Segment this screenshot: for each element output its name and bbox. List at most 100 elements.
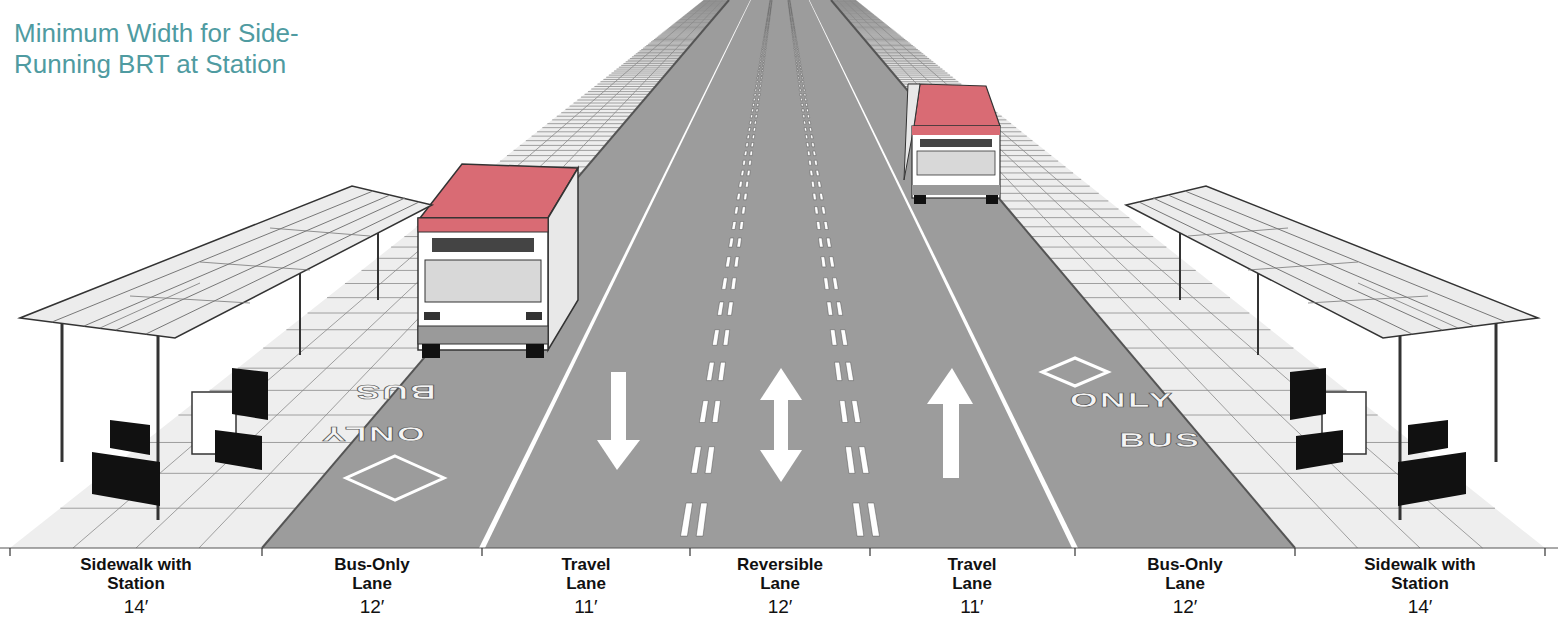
dash-mark [765,27,766,29]
dash-mark [761,55,763,56]
bus [425,260,541,302]
dash-mark [737,238,742,247]
dash-mark [790,5,792,6]
dash-mark [798,77,800,79]
dash-mark [841,330,848,346]
dash-mark [706,362,714,380]
dash-mark [791,21,792,23]
dash-mark [770,4,772,5]
dash-mark [770,6,772,7]
dash-mark [748,160,751,165]
dash-mark [802,109,804,112]
dash-mark [791,14,793,16]
dash-mark [761,53,763,54]
dash-mark [801,77,803,79]
dash-mark [757,73,759,75]
lane-line [809,0,1078,548]
dash-mark [770,9,772,11]
dash-mark [796,43,797,44]
dash-mark [769,4,771,5]
dash-mark [799,85,801,87]
dash-mark [824,222,829,230]
dash-mark [768,8,770,9]
dash-mark [771,1,773,2]
dash-mark [845,447,855,474]
dash-mark [827,302,833,315]
dash-mark [810,135,813,139]
dash-mark [790,19,791,21]
dash-mark [769,15,771,17]
dash-mark [762,67,764,69]
dash-mark [788,7,790,8]
lane-arrows [597,440,640,470]
dash-mark [681,503,693,536]
bus [526,312,542,320]
dash-mark [769,17,771,19]
dash-mark [767,20,768,22]
dash-mark [762,46,763,47]
dash-mark [769,5,771,6]
dash-mark [764,37,765,38]
dash-mark [789,2,791,3]
dash-mark [752,103,754,106]
dash-mark [765,48,766,49]
dash-mark [744,151,747,156]
dash-mark [691,447,701,474]
dash-mark [791,12,793,14]
dash-mark [790,9,792,11]
dash-mark [769,0,771,1]
dash-mark [807,151,810,156]
dash-mark [759,64,761,66]
dash-mark [741,170,745,175]
dash-mark [802,81,804,83]
dash-mark [805,98,807,101]
bus [526,344,544,358]
lane-arrows [760,450,802,482]
dash-mark [868,503,880,536]
dash-mark [787,1,789,2]
dash-mark [796,61,798,63]
bus [920,139,992,147]
dash-mark [747,135,750,139]
dash-mark [789,11,791,13]
dash-mark [788,1,790,2]
dash-mark [797,50,799,51]
dash-mark [760,58,762,59]
lane-arrows [760,368,802,400]
dash-mark [718,362,726,380]
dash-mark [752,135,755,139]
ground-edge [0,548,1558,549]
dash-mark [770,8,772,9]
dash-mark [788,5,790,6]
dash-mark [790,14,791,16]
dash-mark [790,5,792,6]
dash-mark [766,24,767,26]
dash-mark [717,302,724,315]
width-ticks [9,548,10,556]
dash-mark [789,9,791,11]
bus [914,84,1000,126]
dash-mark [793,41,794,42]
pavement-marking: BUS [1119,428,1201,451]
dash-mark [764,55,766,56]
dash-mark [751,109,754,112]
dash-mark [790,20,791,22]
dash-mark [770,5,772,6]
dash-mark [763,58,765,59]
lane-arrows [611,372,626,442]
dash-mark [749,121,752,124]
dash-mark [799,61,801,63]
bus [418,218,548,350]
dash-mark [809,128,812,132]
dash-mark [806,109,808,112]
bus [548,168,578,350]
dash-mark [770,5,772,6]
dash-mark [742,160,745,165]
bus [904,84,1000,204]
dash-mark [795,53,797,54]
dash-mark [750,151,753,156]
dash-mark [790,10,792,12]
dash-mark [769,1,771,2]
dash-mark [789,1,791,2]
dash-mark [755,89,757,91]
